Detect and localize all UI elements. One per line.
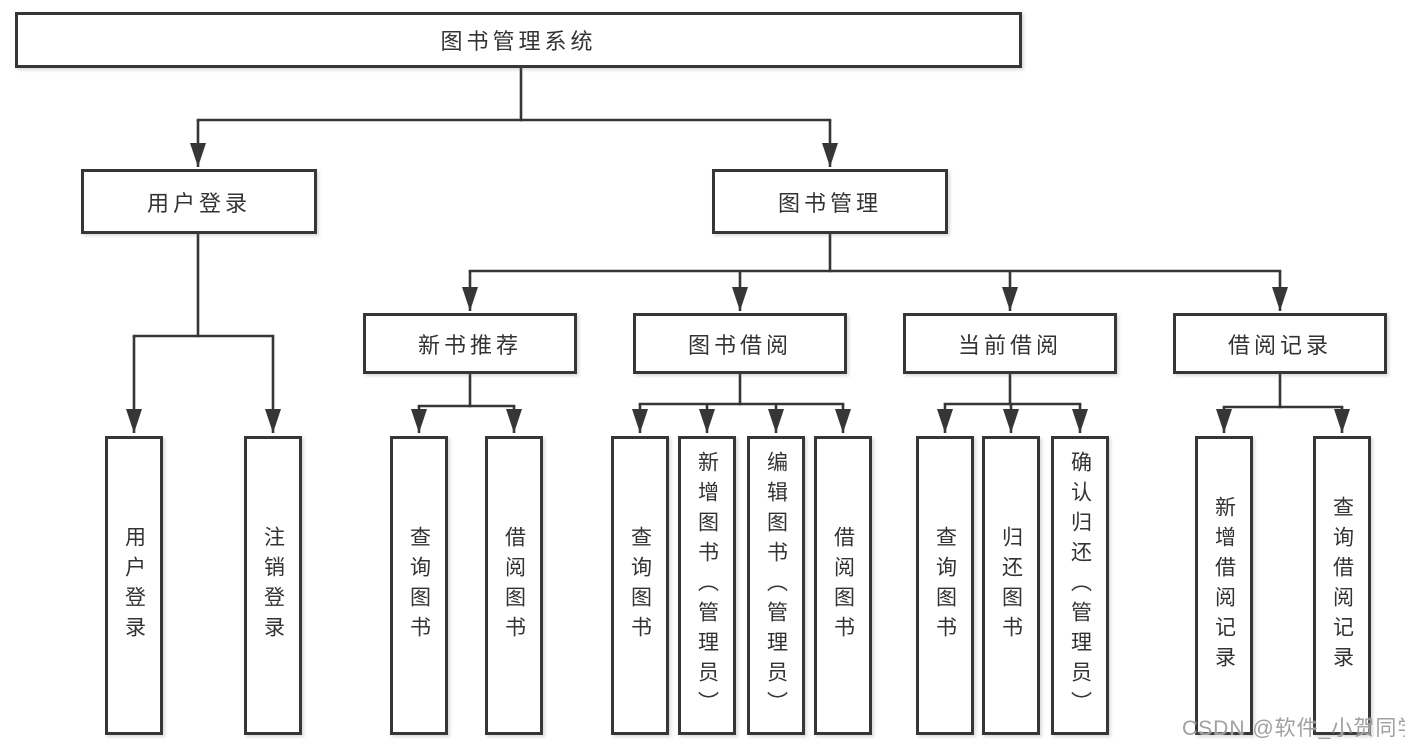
leaf-query-books-borrowing: 查询图书 (611, 436, 669, 735)
leaf-add-borrow-record-label: 新增借阅记录 (1212, 495, 1236, 676)
leaf-query-books-current: 查询图书 (916, 436, 974, 735)
leaf-add-book-admin-label: 新增图书（管理员） (695, 450, 719, 721)
leaf-query-books-borrowing-label: 查询图书 (628, 525, 652, 646)
node-book-borrowing: 图书借阅 (633, 313, 847, 374)
leaf-confirm-return-admin-label: 确认归还（管理员） (1068, 450, 1092, 721)
node-user-login: 用户登录 (81, 169, 317, 234)
leaf-edit-book-admin: 编辑图书（管理员） (747, 436, 805, 735)
csdn-watermark: CSDN @软件_小贺同学 (1182, 717, 1405, 740)
node-book-management: 图书管理 (712, 169, 948, 234)
node-current-borrowing: 当前借阅 (903, 313, 1117, 374)
leaf-return-books-label: 归还图书 (999, 525, 1023, 646)
node-library-management-system: 图书管理系统 (15, 12, 1022, 68)
leaf-borrow-books-recommend: 借阅图书 (485, 436, 543, 735)
leaf-user-login: 用户登录 (105, 436, 163, 735)
leaf-query-borrow-record-label: 查询借阅记录 (1330, 495, 1354, 676)
leaf-query-books-current-label: 查询图书 (933, 525, 957, 646)
leaf-borrow-books-recommend-label: 借阅图书 (502, 525, 526, 646)
node-new-book-recommendation: 新书推荐 (363, 313, 577, 374)
leaf-logout-label: 注销登录 (261, 525, 285, 646)
leaf-query-borrow-record: 查询借阅记录 (1313, 436, 1371, 735)
leaf-add-book-admin: 新增图书（管理员） (678, 436, 736, 735)
leaf-return-books: 归还图书 (982, 436, 1040, 735)
leaf-user-login-label: 用户登录 (122, 525, 146, 646)
leaf-logout: 注销登录 (244, 436, 302, 735)
leaf-query-books-recommend: 查询图书 (390, 436, 448, 735)
leaf-add-borrow-record: 新增借阅记录 (1195, 436, 1253, 735)
leaf-edit-book-admin-label: 编辑图书（管理员） (764, 450, 788, 721)
leaf-borrow-books: 借阅图书 (814, 436, 872, 735)
node-borrowing-records: 借阅记录 (1173, 313, 1387, 374)
leaf-confirm-return-admin: 确认归还（管理员） (1051, 436, 1109, 735)
leaf-borrow-books-label: 借阅图书 (831, 525, 855, 646)
leaf-query-books-recommend-label: 查询图书 (407, 525, 431, 646)
